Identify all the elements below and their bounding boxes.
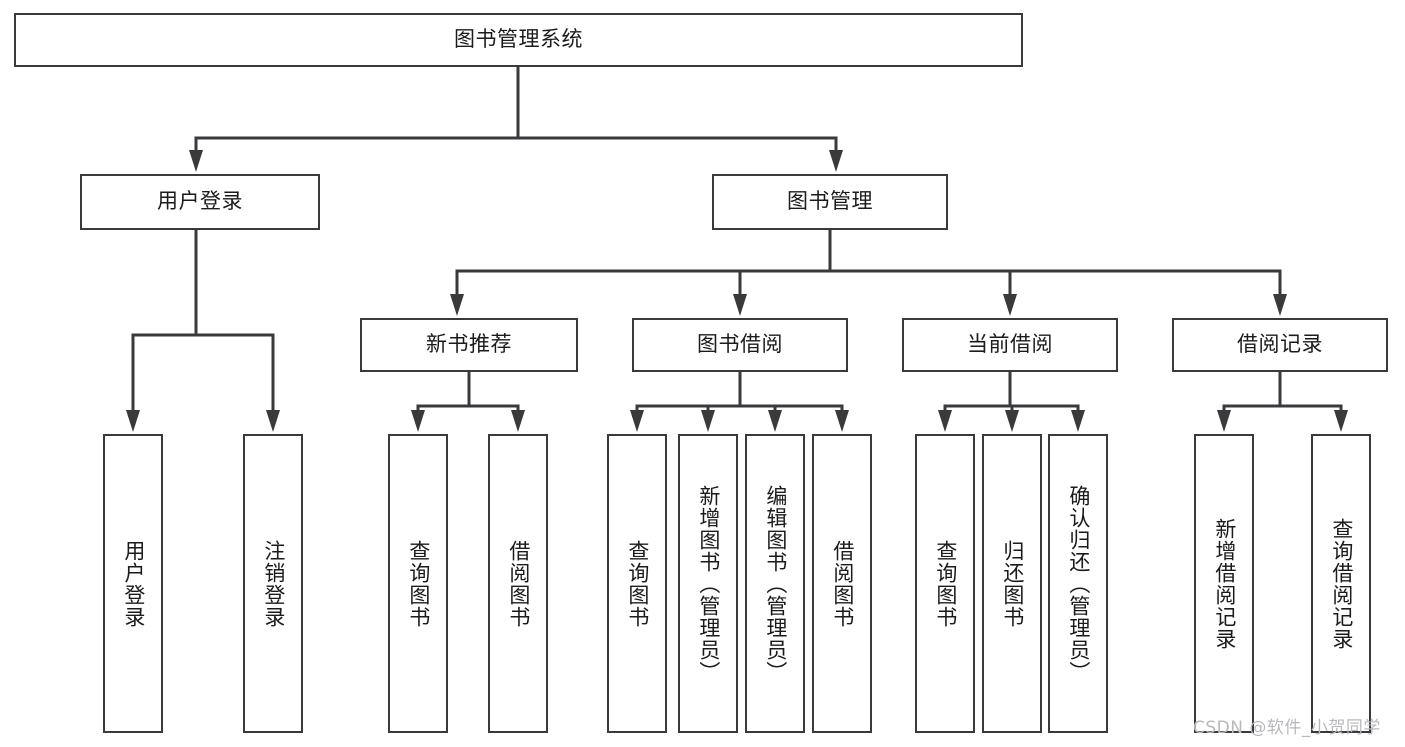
node-label: 图书借阅 [697, 332, 783, 357]
node-leaf-user-logout[interactable]: 注销登录 [243, 434, 303, 733]
node-label: 新增借阅记录 [1212, 517, 1237, 650]
node-leaf-add-record[interactable]: 新增借阅记录 [1194, 434, 1254, 733]
node-leaf-borrow-book[interactable]: 借阅图书 [812, 434, 872, 733]
node-label: 归还图书 [1000, 539, 1025, 628]
node-label: 借阅图书 [830, 539, 855, 628]
node-leaf-query-book-borrow[interactable]: 查询图书 [607, 434, 667, 733]
node-root[interactable]: 图书管理系统 [14, 13, 1023, 67]
arrow-head-icon [1005, 410, 1019, 432]
node-label: 借阅图书 [506, 539, 531, 628]
arrow-head-icon [411, 410, 425, 432]
node-label: 图书管理 [787, 189, 873, 214]
arrow-head-icon [701, 410, 715, 432]
arrow-head-icon [1217, 410, 1231, 432]
node-book-borrow[interactable]: 图书借阅 [632, 318, 848, 372]
node-label: 查询借阅记录 [1329, 517, 1354, 650]
arrow-head-icon [1334, 410, 1348, 432]
node-leaf-query-record[interactable]: 查询借阅记录 [1311, 434, 1371, 733]
node-leaf-query-book-cur[interactable]: 查询图书 [915, 434, 975, 733]
node-label: 用户登录 [121, 539, 146, 628]
arrow-head-icon [938, 410, 952, 432]
node-label: 新增图书（管理员） [696, 484, 721, 683]
node-leaf-query-book-rec[interactable]: 查询图书 [388, 434, 448, 733]
node-leaf-confirm-return[interactable]: 确认归还（管理员） [1048, 434, 1108, 733]
arrow-head-icon [189, 150, 203, 172]
node-label: 用户登录 [157, 189, 243, 214]
node-label: 新书推荐 [426, 332, 512, 357]
arrow-head-icon [126, 410, 140, 432]
arrow-head-icon [835, 410, 849, 432]
node-borrow-record[interactable]: 借阅记录 [1172, 318, 1388, 372]
node-label: 借阅记录 [1237, 332, 1323, 357]
node-current-borrow[interactable]: 当前借阅 [902, 318, 1118, 372]
arrow-head-icon [450, 294, 464, 316]
arrow-head-icon [733, 294, 747, 316]
node-user-login[interactable]: 用户登录 [80, 174, 320, 230]
node-label: 当前借阅 [967, 332, 1053, 357]
arrow-head-icon [829, 150, 843, 172]
node-leaf-user-login[interactable]: 用户登录 [103, 434, 163, 733]
node-label: 查询图书 [625, 539, 650, 628]
node-leaf-borrow-book-rec[interactable]: 借阅图书 [488, 434, 548, 733]
node-leaf-edit-book[interactable]: 编辑图书（管理员） [745, 434, 805, 733]
node-book-manage[interactable]: 图书管理 [712, 174, 948, 230]
arrow-head-icon [266, 410, 280, 432]
node-label: 注销登录 [261, 539, 286, 628]
arrow-head-icon [511, 410, 525, 432]
node-new-book-rec[interactable]: 新书推荐 [360, 318, 578, 372]
arrow-head-icon [630, 410, 644, 432]
arrow-head-icon [1273, 294, 1287, 316]
node-label: 编辑图书（管理员） [763, 484, 788, 683]
node-leaf-return-book[interactable]: 归还图书 [982, 434, 1042, 733]
node-label: 查询图书 [406, 539, 431, 628]
node-label: 查询图书 [933, 539, 958, 628]
node-leaf-add-book[interactable]: 新增图书（管理员） [678, 434, 738, 733]
node-label: 图书管理系统 [454, 27, 583, 52]
arrow-head-icon [1071, 410, 1085, 432]
arrow-head-icon [1003, 294, 1017, 316]
node-label: 确认归还（管理员） [1066, 484, 1091, 683]
arrow-head-icon [768, 410, 782, 432]
